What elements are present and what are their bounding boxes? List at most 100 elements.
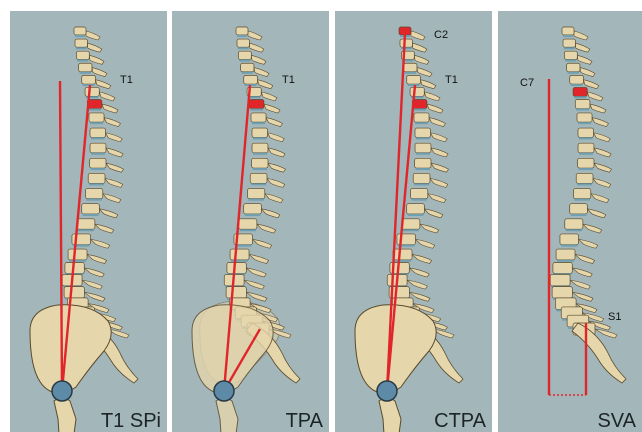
vertebral-body <box>252 158 268 168</box>
vertebral-body <box>565 219 583 229</box>
spinous-process <box>570 280 590 289</box>
vertebral-body <box>550 275 570 286</box>
vertebral-body <box>410 87 424 96</box>
vertebral-body <box>90 158 106 168</box>
spinous-process <box>594 163 611 172</box>
intervertebral-disc <box>77 60 88 62</box>
intervertebral-disc <box>579 153 593 155</box>
spinous-process <box>251 55 266 64</box>
label-t1: T1 <box>282 74 295 86</box>
vertebral-body <box>90 128 105 137</box>
intervertebral-disc <box>576 109 589 111</box>
intervertebral-disc <box>413 109 426 111</box>
intervertebral-disc <box>561 245 578 247</box>
intervertebral-disc <box>416 153 430 155</box>
spinous-process <box>577 55 592 64</box>
spinous-process <box>257 224 276 233</box>
spine <box>550 27 626 383</box>
intervertebral-disc <box>87 199 102 201</box>
intervertebral-disc <box>571 214 587 216</box>
vertebral-body <box>578 143 594 153</box>
vertebral-body <box>64 287 84 298</box>
spinous-process <box>591 194 609 203</box>
spinous-process <box>252 239 271 248</box>
femur <box>54 398 76 432</box>
label-t1: T1 <box>120 74 133 86</box>
vertebral-body <box>414 113 429 122</box>
spinous-process <box>86 31 100 40</box>
vertebral-body <box>82 204 100 214</box>
intervertebral-disc <box>414 183 429 185</box>
vertebral-body <box>415 158 431 168</box>
intervertebral-disc <box>253 168 267 170</box>
spinous-process <box>89 55 104 64</box>
spinous-process <box>267 133 284 142</box>
intervertebral-disc <box>251 183 266 185</box>
intervertebral-disc <box>237 35 247 37</box>
panel-title: TPA <box>286 410 323 432</box>
intervertebral-disc <box>252 122 265 124</box>
spinous-process <box>572 268 592 277</box>
intervertebral-disc <box>83 214 99 216</box>
vertebral-body <box>415 143 431 153</box>
spinous-process <box>594 148 611 157</box>
vertebral-body <box>570 75 584 84</box>
spinous-process <box>593 178 611 187</box>
vertebral-body <box>564 51 577 59</box>
intervertebral-disc <box>239 60 250 62</box>
intervertebral-disc <box>76 47 86 49</box>
spinous-process <box>414 55 429 64</box>
intervertebral-disc <box>91 153 105 155</box>
vertebral-body <box>230 249 249 260</box>
spinous-process <box>264 104 280 113</box>
vertebral-body <box>407 204 425 214</box>
spinous-process <box>261 209 280 218</box>
panel-tpa: T1 TPA <box>172 11 329 432</box>
spinous-process <box>105 133 122 142</box>
ilium <box>355 305 436 393</box>
spinous-process <box>407 280 427 289</box>
intervertebral-disc <box>88 109 101 111</box>
vertebral-body <box>560 234 579 245</box>
spinous-process <box>592 118 608 127</box>
spinous-process <box>424 209 443 218</box>
spinous-process <box>268 163 285 172</box>
panel-title: T1 SPi <box>101 410 161 432</box>
vertebral-body <box>578 158 594 168</box>
intervertebral-disc <box>249 199 264 201</box>
spinous-process <box>428 194 446 203</box>
panel-t1-spi: T1 T1 SPi <box>10 11 167 432</box>
intervertebral-disc <box>89 183 104 185</box>
spinous-process <box>595 329 617 338</box>
vertebral-body <box>556 249 575 260</box>
intervertebral-disc <box>238 47 248 49</box>
intervertebral-disc <box>408 214 424 216</box>
intervertebral-disc <box>231 260 248 262</box>
vertebral-body <box>570 204 588 214</box>
intervertebral-disc <box>564 47 574 49</box>
intervertebral-disc <box>253 137 266 139</box>
spinous-process <box>431 163 448 172</box>
vertebral-body <box>250 173 267 183</box>
spinous-process <box>82 280 102 289</box>
spinous-process <box>427 104 443 113</box>
intervertebral-disc <box>401 47 411 49</box>
spinous-process <box>268 148 285 157</box>
intervertebral-disc <box>78 229 94 231</box>
pelvis <box>355 305 436 432</box>
vertebral-body <box>241 63 254 72</box>
vertebral-body <box>82 75 96 84</box>
intervertebral-disc <box>408 84 420 86</box>
vertebral-body <box>77 219 95 229</box>
spinous-process <box>593 133 610 142</box>
vertebral-body <box>74 27 86 35</box>
spinous-process <box>587 209 606 218</box>
intervertebral-disc <box>403 229 419 231</box>
label-c7: C7 <box>520 77 534 89</box>
vertebral-body <box>553 262 572 273</box>
vertebral-body <box>226 287 246 298</box>
intervertebral-disc <box>557 260 574 262</box>
spinous-process <box>99 92 115 101</box>
intervertebral-disc <box>415 122 428 124</box>
femoral-head <box>377 381 397 401</box>
